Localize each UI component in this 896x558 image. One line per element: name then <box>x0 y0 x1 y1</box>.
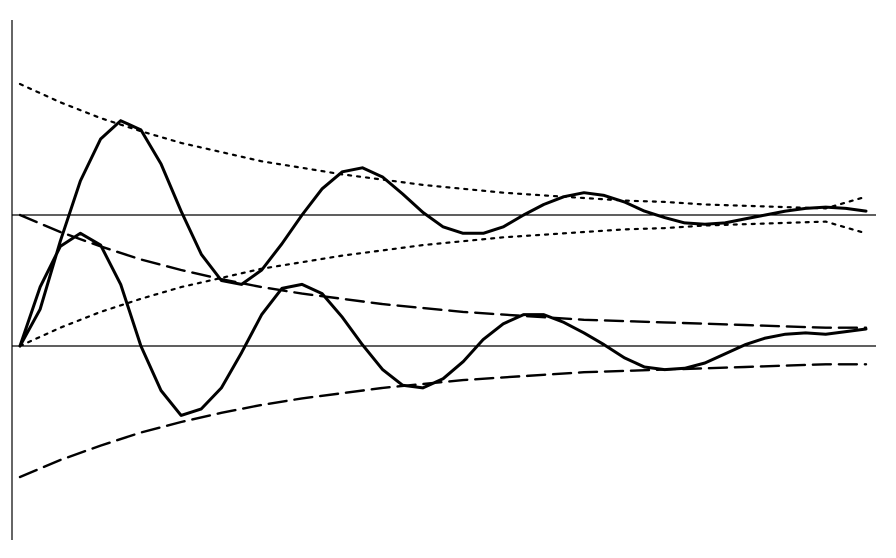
series-solid-curve-1 <box>18 231 868 417</box>
series-solid-curve-0 <box>18 119 868 348</box>
series-dashed-curve-4 <box>18 213 868 329</box>
series-dashed-curve-5 <box>18 363 868 479</box>
series-dotted-curve-2 <box>18 82 868 210</box>
series-layer <box>18 82 868 479</box>
series-dotted-curve-3 <box>18 220 868 348</box>
reference-lines <box>12 214 876 347</box>
